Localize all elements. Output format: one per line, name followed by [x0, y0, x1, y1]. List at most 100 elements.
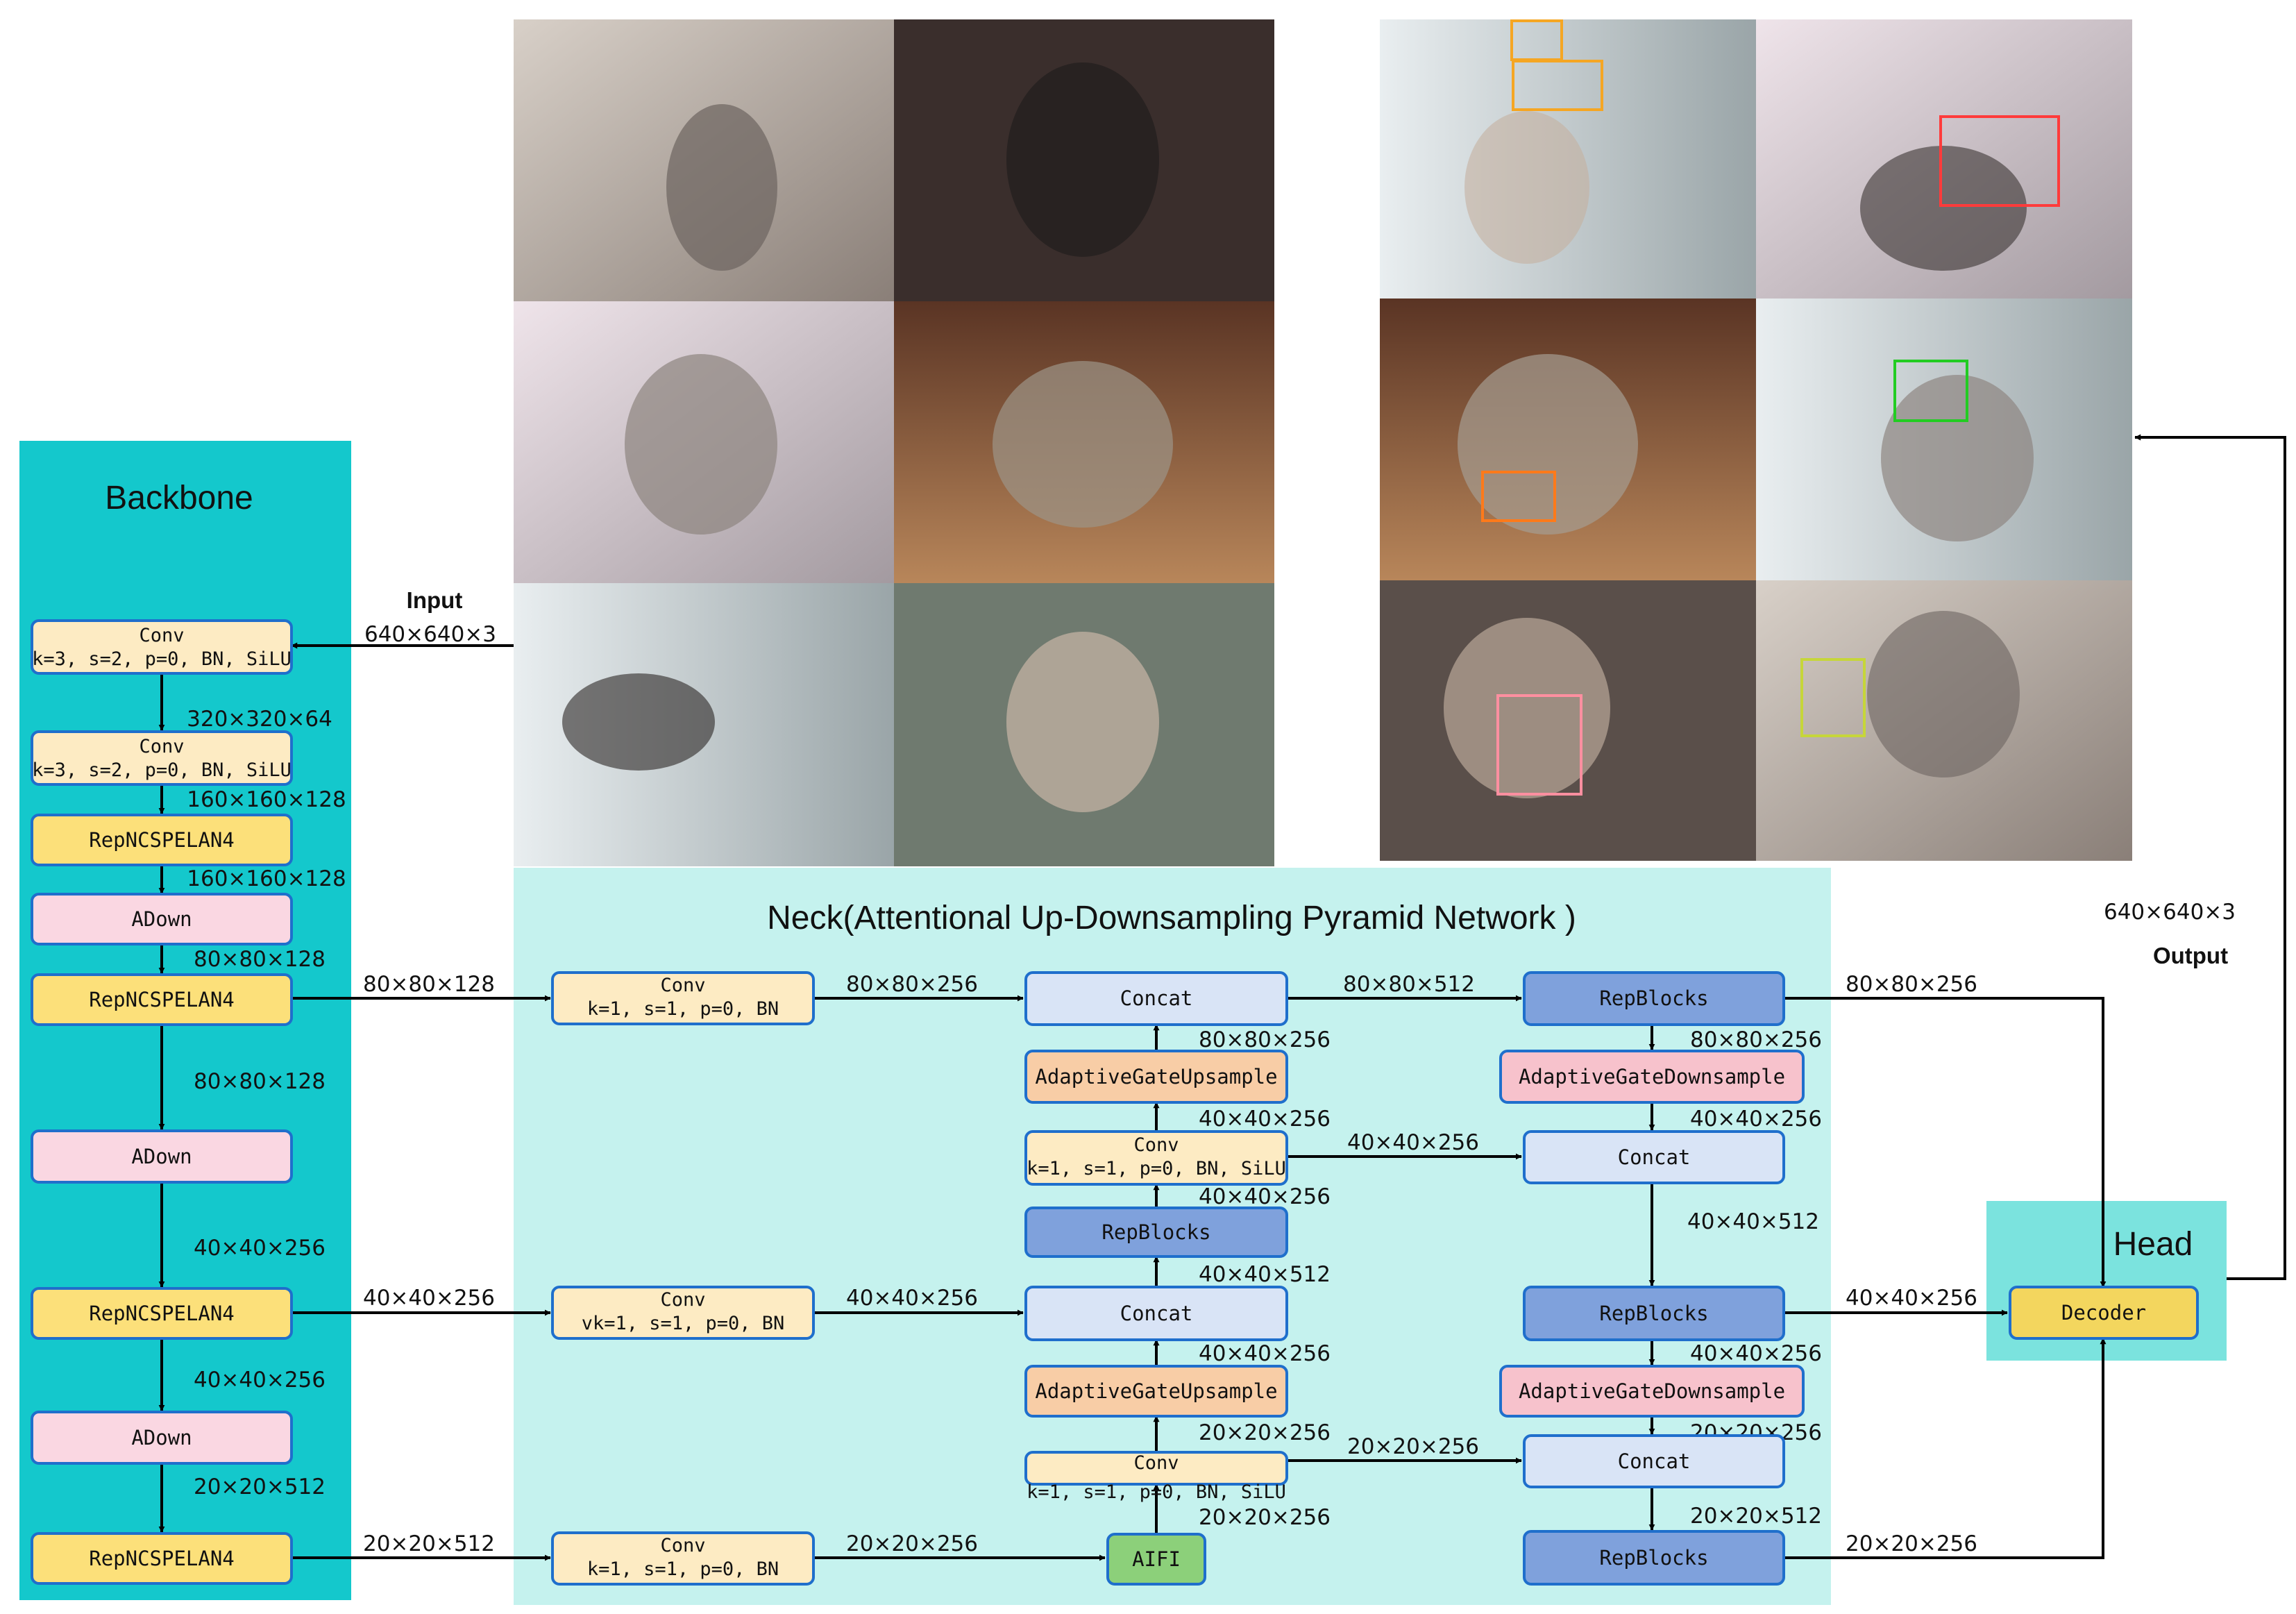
neck-conv-80[interactable]: Conv k=1, s=1, p=0, BN: [551, 971, 815, 1025]
dim-label: 40×40×256: [194, 1368, 326, 1393]
bb-adown-1[interactable]: ADown: [31, 893, 293, 945]
module-name: Concat: [1618, 1145, 1691, 1169]
module-params: k=3, s=2, p=0, BN, SiLU: [32, 759, 292, 781]
bb-adown-3[interactable]: ADown: [31, 1411, 293, 1465]
dim-label: 80×80×128: [194, 947, 326, 972]
neck-concat-4[interactable]: Concat: [1523, 1434, 1785, 1488]
module-name: RepNCSPELAN4: [89, 1302, 235, 1325]
dim-label: 40×40×256: [1690, 1107, 1822, 1132]
dim-label: 80×80×256: [1846, 972, 1977, 997]
module-params: k=1, s=1, p=0, BN, SiLU: [1027, 1158, 1286, 1179]
detection-box: [1481, 471, 1556, 522]
output-image-grid: [1380, 19, 2132, 861]
input-image-grid: [514, 19, 1274, 866]
neck-adaptive-gate-upsample-2[interactable]: AdaptiveGateUpsample: [1024, 1365, 1288, 1418]
neck-concat-3[interactable]: Concat: [1523, 1130, 1785, 1184]
module-name: AdaptiveGateDownsample: [1519, 1065, 1785, 1088]
detection-box: [1800, 658, 1866, 737]
module-name: Concat: [1120, 986, 1193, 1010]
dim-label: 20×20×256: [1846, 1531, 1977, 1556]
detection-box: [1893, 360, 1968, 422]
dim-label: 80×80×256: [1199, 1027, 1331, 1052]
neck-concat-1[interactable]: Concat: [1024, 971, 1288, 1026]
bb-repncspelan4-4[interactable]: RepNCSPELAN4: [31, 1532, 293, 1585]
dim-label: 40×40×256: [363, 1286, 495, 1311]
neck-repblocks-1[interactable]: RepBlocks: [1024, 1207, 1288, 1258]
dim-label: 80×80×256: [1690, 1027, 1822, 1052]
detection-box: [1510, 19, 1563, 61]
connection-lines: [158, 434, 2286, 1561]
neck-title: Neck(Attentional Up-Downsampling Pyramid…: [767, 900, 1576, 936]
dim-label: 40×40×256: [1846, 1286, 1977, 1311]
module-params: k=1, s=1, p=0, BN: [587, 1558, 779, 1580]
neck-repblocks-mid[interactable]: RepBlocks: [1523, 1286, 1785, 1341]
dim-label: 80×80×128: [363, 972, 495, 997]
dim-label: 40×40×256: [1199, 1107, 1331, 1132]
neck-conv-20[interactable]: Conv k=1, s=1, p=0, BN: [551, 1531, 815, 1586]
module-name: RepBlocks: [1599, 1546, 1708, 1570]
module-name: Conv: [660, 975, 705, 996]
neck-repblocks-top[interactable]: RepBlocks: [1523, 971, 1785, 1026]
dim-label: 20×20×256: [1199, 1420, 1331, 1445]
module-name: RepBlocks: [1599, 986, 1708, 1010]
module-name: Conv: [139, 625, 184, 646]
module-name: RepNCSPELAN4: [89, 988, 235, 1011]
neck-adaptive-gate-downsample-2[interactable]: AdaptiveGateDownsample: [1499, 1365, 1805, 1418]
bb-adown-2[interactable]: ADown: [31, 1129, 293, 1184]
dim-label: 80×80×128: [194, 1069, 326, 1094]
module-name: Concat: [1618, 1449, 1691, 1473]
module-name: ADown: [131, 1145, 192, 1168]
head-decoder[interactable]: Decoder: [2009, 1286, 2199, 1340]
bb-repncspelan4-1[interactable]: RepNCSPELAN4: [31, 814, 293, 866]
dim-label: 40×40×256: [1690, 1341, 1822, 1366]
dim-label: 40×40×256: [1199, 1184, 1331, 1209]
dim-label: 20×20×512: [363, 1531, 495, 1556]
bb-conv-2[interactable]: Conv k=3, s=2, p=0, BN, SiLU: [31, 730, 293, 786]
dim-label: 20×20×256: [1347, 1434, 1479, 1459]
module-name: AdaptiveGateUpsample: [1035, 1379, 1277, 1403]
module-name: AdaptiveGateDownsample: [1519, 1379, 1785, 1403]
module-name: RepNCSPELAN4: [89, 828, 235, 852]
input-label: Input: [407, 587, 463, 613]
neck-adaptive-gate-downsample-1[interactable]: AdaptiveGateDownsample: [1499, 1050, 1805, 1104]
module-name: AIFI: [1132, 1547, 1181, 1571]
neck-conv-silu-40[interactable]: Conv k=1, s=1, p=0, BN, SiLU: [1024, 1130, 1288, 1186]
detection-box: [1939, 115, 2060, 207]
dim-label: 20×20×256: [846, 1531, 978, 1556]
module-name: Conv: [660, 1535, 705, 1556]
output-label: Output: [2153, 943, 2228, 968]
dim-label: 40×40×256: [1199, 1341, 1331, 1366]
neck-repblocks-bottom[interactable]: RepBlocks: [1523, 1530, 1785, 1586]
module-name: RepBlocks: [1599, 1302, 1708, 1325]
dim-label: 40×40×256: [194, 1236, 326, 1261]
neck-conv-40[interactable]: Conv vk=1, s=1, p=0, BN: [551, 1286, 815, 1340]
neck-aifi[interactable]: AIFI: [1106, 1533, 1206, 1586]
bb-repncspelan4-2[interactable]: RepNCSPELAN4: [31, 973, 293, 1026]
module-params: k=1, s=1, p=0, BN, SiLU: [1027, 1481, 1286, 1503]
module-name: RepBlocks: [1101, 1220, 1210, 1244]
module-name: RepNCSPELAN4: [89, 1547, 235, 1570]
module-name: ADown: [131, 907, 192, 931]
dim-label: 20×20×512: [1690, 1504, 1822, 1529]
dimension-labels: 320×320×64 160×160×128 160×160×128 80×80…: [187, 707, 1977, 1556]
module-name: Decoder: [2061, 1301, 2146, 1325]
module-params: vk=1, s=1, p=0, BN: [582, 1313, 785, 1334]
dim-label: 40×40×256: [1347, 1130, 1479, 1155]
backbone-title: Backbone: [105, 480, 253, 516]
input-dim: 640×640×3: [364, 622, 496, 647]
bb-conv-1[interactable]: Conv k=3, s=2, p=0, BN, SiLU: [31, 619, 293, 675]
dim-label: 160×160×128: [187, 787, 346, 812]
dim-label: 20×20×512: [194, 1474, 326, 1499]
bb-repncspelan4-3[interactable]: RepNCSPELAN4: [31, 1287, 293, 1340]
module-params: k=1, s=1, p=0, BN: [587, 998, 779, 1020]
module-name: Concat: [1120, 1302, 1193, 1325]
head-title: Head: [2113, 1226, 2193, 1263]
neck-concat-2[interactable]: Concat: [1024, 1286, 1288, 1341]
module-name: AdaptiveGateUpsample: [1035, 1065, 1277, 1088]
neck-adaptive-gate-upsample-1[interactable]: AdaptiveGateUpsample: [1024, 1050, 1288, 1104]
module-name: Conv: [139, 736, 184, 757]
dim-label: 160×160×128: [187, 866, 346, 891]
module-name: Conv: [660, 1289, 705, 1311]
neck-conv-silu-20[interactable]: Conv k=1, s=1, p=0, BN, SiLU: [1024, 1451, 1288, 1503]
